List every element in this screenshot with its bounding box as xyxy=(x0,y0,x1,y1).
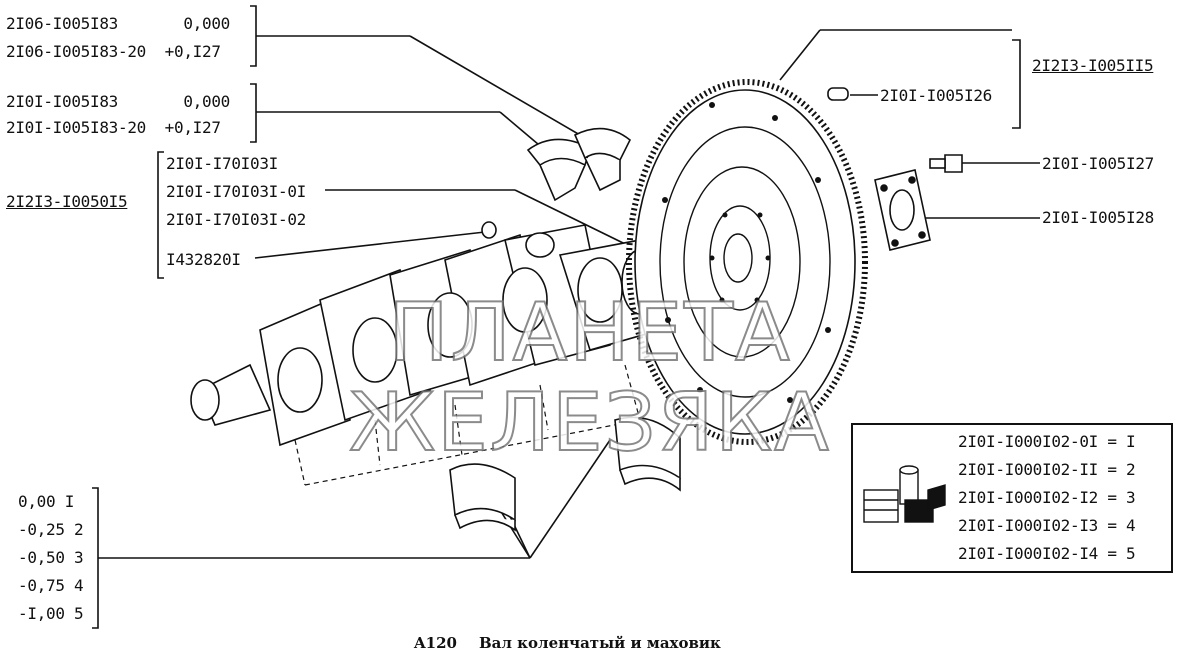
label-flywheel-group: 2I2I3-I005II5 xyxy=(1032,56,1154,75)
label-pin: 2I0I-I005I26 xyxy=(880,86,992,105)
kit-row-3: 2I0I-I000I02-I2 = 3 xyxy=(958,488,1136,507)
label-group-left-4: I432820I xyxy=(166,250,241,269)
size-row-5: -I,00 5 xyxy=(18,604,84,623)
leader-bushing xyxy=(254,231,486,259)
size-row-1: 0,00 I xyxy=(18,492,75,511)
label-top-b-1: 2I0I-I005I83 0,000 xyxy=(6,92,230,111)
watermark: ПЛАНЕТА ЖЕЛЕЗЯКА xyxy=(348,286,831,469)
size-row-2: -0,25 2 xyxy=(18,520,84,539)
size-row-4: -0,75 4 xyxy=(18,576,84,595)
kit-row-4: 2I0I-I000I02-I3 = 4 xyxy=(958,516,1136,535)
leader-flywheel-a xyxy=(779,29,821,81)
figure-caption: A120 Вал коленчатый и маховик xyxy=(414,634,743,652)
leader-sizes-b xyxy=(529,439,611,559)
pilot-bushing xyxy=(481,221,497,239)
leader-top-a xyxy=(409,35,581,136)
label-group-left-1: 2I0I-I70I03I xyxy=(166,154,278,173)
alignment-lines xyxy=(294,364,641,486)
label-plate: 2I0I-I005I28 xyxy=(1042,208,1154,227)
repair-kit-box xyxy=(851,423,1173,573)
bolt-washer-plate xyxy=(874,169,931,251)
flywheel xyxy=(626,79,868,445)
bearing-shells-top xyxy=(526,127,632,202)
leader-sizes-a xyxy=(499,509,531,559)
label-top-a-2: 2I06-I005I83-20 +0,I27 xyxy=(6,42,221,61)
flywheel-bolt xyxy=(929,154,963,173)
kit-row-2: 2I0I-I000I02-II = 2 xyxy=(958,460,1136,479)
label-bolt: 2I0I-I005I27 xyxy=(1042,154,1154,173)
bracket-top-a xyxy=(250,5,257,67)
bracket-sizes xyxy=(92,487,99,629)
label-group-left-2: 2I0I-I70I03I-0I xyxy=(166,182,306,201)
bracket-flywheel xyxy=(1012,39,1021,129)
kit-row-5: 2I0I-I000I02-I4 = 5 xyxy=(958,544,1136,563)
kit-row-1: 2I0I-I000I02-0I = I xyxy=(958,432,1136,451)
label-top-a-1: 2I06-I005I83 0,000 xyxy=(6,14,230,33)
label-group-left-title: 2I2I3-I0050I5 xyxy=(6,192,128,211)
bracket-top-b xyxy=(250,83,257,143)
bearing-shells-bottom xyxy=(449,416,681,532)
bracket-left-group xyxy=(157,151,164,279)
dowel-pin xyxy=(827,87,849,101)
repair-kit-icon xyxy=(863,465,946,523)
caption-title: Вал коленчатый и маховик xyxy=(478,634,721,652)
label-top-b-2: 2I0I-I005I83-20 +0,I27 xyxy=(6,118,221,137)
size-row-3: -0,50 3 xyxy=(18,548,84,567)
label-group-left-3: 2I0I-I70I03I-02 xyxy=(166,210,306,229)
caption-code: A120 xyxy=(414,634,457,652)
